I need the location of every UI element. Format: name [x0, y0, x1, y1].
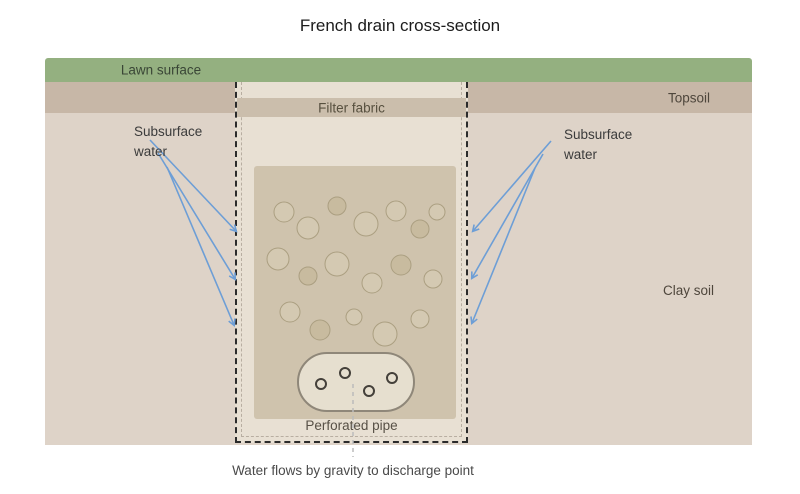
clay-soil-label: Clay soil [662, 283, 714, 298]
pipe-holes [315, 367, 398, 397]
subsurface-water-label-right: Subsurface water [564, 127, 633, 162]
filter-fabric-label: Filter fabric [318, 100, 385, 115]
filter-fabric-band: Filter fabric [237, 98, 466, 117]
drain-trench: Filter fabric Perforated pipe [235, 82, 468, 443]
lawn-surface-label: Lawn surface [120, 62, 202, 78]
discharge-caption: Water flows by gravity to discharge poin… [232, 463, 474, 478]
perforated-pipe [297, 352, 415, 412]
lawn-surface-layer: Lawn surface [45, 58, 752, 82]
perforated-pipe-label: Perforated pipe [305, 418, 398, 433]
gravel-stones [266, 196, 446, 347]
subsurface-water-label-left: Subsurface water [134, 124, 203, 159]
topsoil-label: Topsoil [667, 90, 710, 105]
diagram-title: French drain cross-section [299, 16, 501, 35]
